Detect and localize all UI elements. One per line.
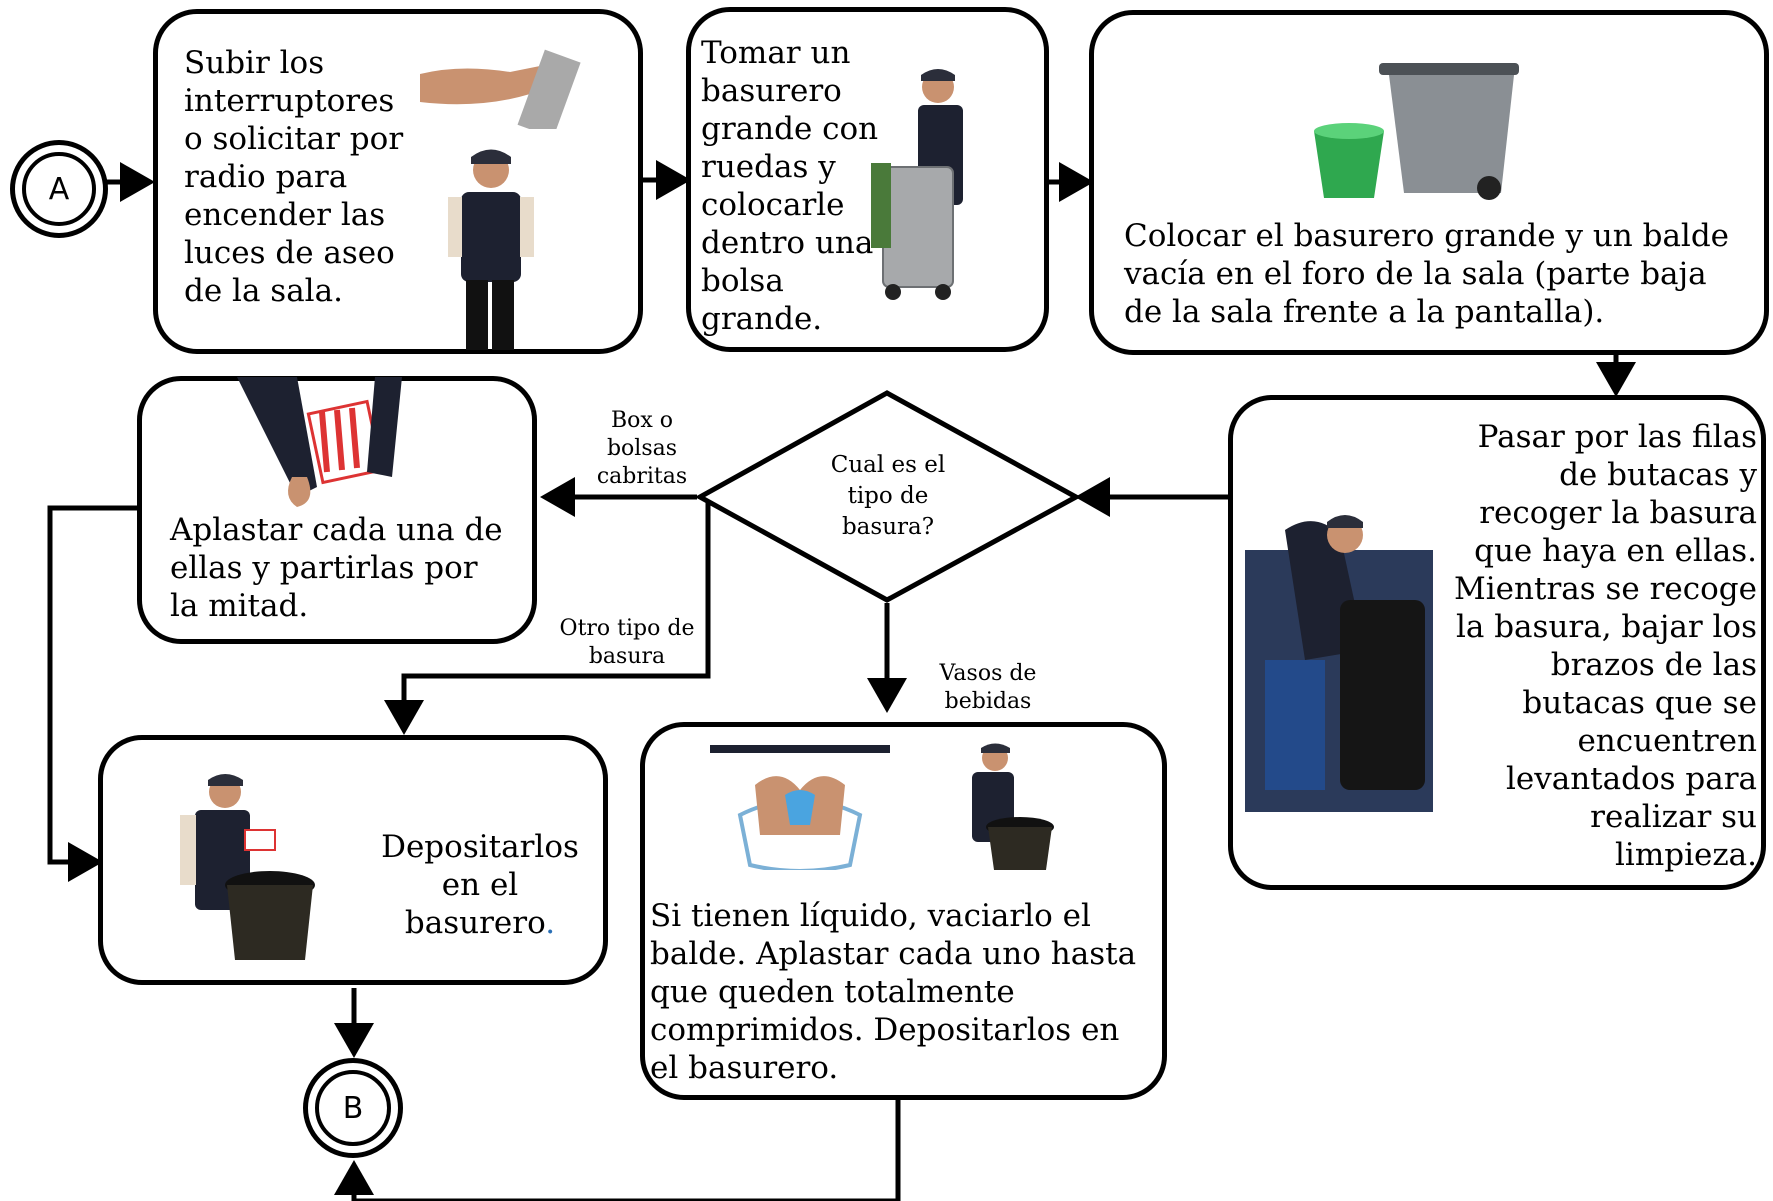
- step-cups-text: Si tienen líquido, vaciarlo el balde. Ap…: [650, 898, 1137, 1086]
- bucket-and-bin-illustration: [1314, 63, 1519, 200]
- step-deposit-bin-dot: .: [545, 905, 556, 941]
- worker-cup-illustration: [972, 743, 1054, 870]
- arrow-step5-to-step6: [47, 505, 140, 882]
- connector-a: A: [10, 140, 108, 238]
- step-collect-rows-text: Pasar por las filas de butacas y recoger…: [1454, 419, 1757, 873]
- arrow-step7-to-b: [334, 1100, 901, 1201]
- step-place-bin-text: Colocar el basurero grande y un balde va…: [1124, 218, 1730, 330]
- decision-question: Cual es el tipo de basura?: [830, 452, 946, 540]
- branch-label-box-bolsas: Box o bolsas cabritas: [596, 408, 688, 489]
- step-deposit-bin-main: Depositarlos en el basurero: [381, 829, 579, 941]
- step-place-bin: Colocar el basurero grande y un balde va…: [1089, 10, 1769, 355]
- worker-bin-illustration: [871, 69, 963, 300]
- worker-radio-illustration: [448, 149, 534, 350]
- arrow-decision-to-step6: [384, 497, 711, 735]
- step-flatten-boxes: Aplastar cada una de ellas y partirlas p…: [137, 376, 537, 644]
- connector-a-label: A: [22, 152, 96, 226]
- connector-b-label: B: [315, 1070, 391, 1146]
- step-take-bin-text: Tomar un basurero grande con ruedas y co…: [701, 35, 879, 337]
- hands-popcorn-box-illustration: [237, 377, 402, 507]
- step-take-bin: Tomar un basurero grande con ruedas y co…: [686, 7, 1049, 352]
- step-switch-lights-text: Subir los interruptores o solicitar por …: [184, 45, 404, 309]
- step-flatten-boxes-text: Aplastar cada una de ellas y partirlas p…: [170, 512, 503, 624]
- worker-seats-illustration: [1245, 490, 1433, 812]
- branch-label-otro-tipo: Otro tipo de basura: [559, 616, 695, 669]
- step-deposit-bin-text: Depositarlos en el basurero.: [380, 828, 580, 942]
- step-cups: Si tienen líquido, vaciarlo el balde. Ap…: [640, 722, 1167, 1100]
- step-collect-rows: Pasar por las filas de butacas y recoger…: [1228, 395, 1766, 890]
- step-switch-lights: Subir los interruptores o solicitar por …: [153, 9, 643, 354]
- branch-label-vasos: Vasos de bebidas: [939, 661, 1037, 714]
- worker-deposit-illustration: [180, 774, 315, 960]
- hands-cup-illustration: [710, 745, 890, 870]
- decision-diamond: [694, 390, 1082, 603]
- hand-switch-illustration: [420, 49, 581, 129]
- step-deposit-bin: Depositarlos en el basurero.: [98, 735, 608, 985]
- connector-b: B: [303, 1058, 403, 1158]
